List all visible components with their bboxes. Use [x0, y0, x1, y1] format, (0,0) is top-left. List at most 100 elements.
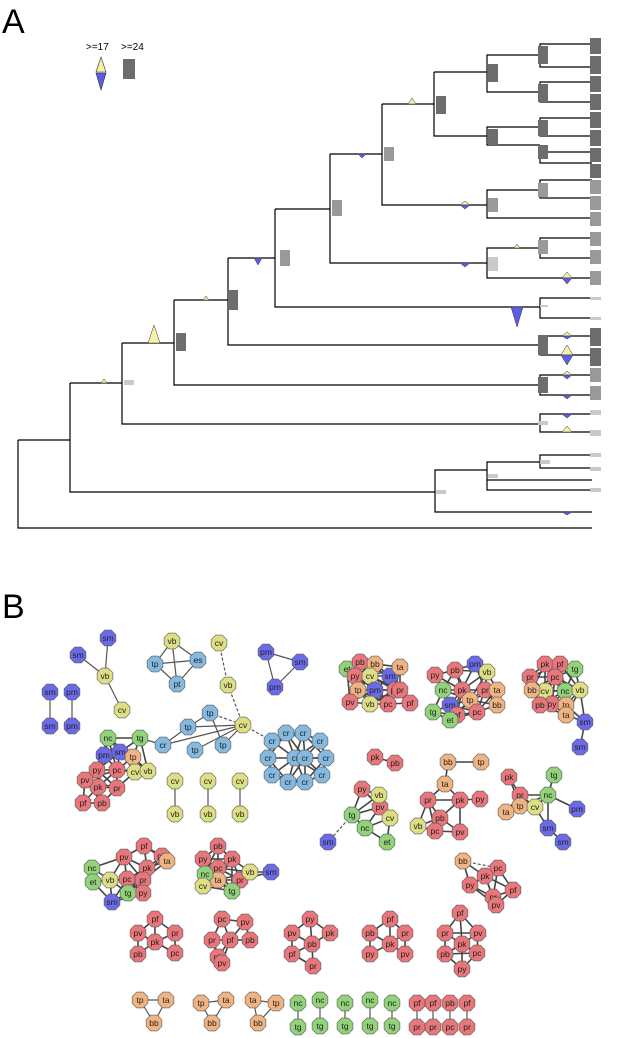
- blue-triangle: [459, 262, 471, 268]
- node-label: tp: [191, 745, 198, 755]
- network-node: [146, 933, 164, 951]
- network-node: [466, 655, 484, 673]
- node-label: pv: [288, 928, 298, 938]
- network-node: [74, 794, 92, 812]
- leaf-box: [590, 112, 601, 128]
- network-node: [99, 729, 117, 747]
- node-label: pr: [424, 795, 432, 805]
- network-node: [458, 994, 476, 1012]
- network-node: [441, 1018, 459, 1036]
- network-node: [277, 724, 295, 742]
- support-box: [124, 380, 134, 385]
- node-label: py: [431, 670, 441, 680]
- network-node: [451, 904, 469, 922]
- network-node: [361, 945, 379, 963]
- network-node: [303, 935, 321, 953]
- network-node: [296, 773, 314, 791]
- network-node: [111, 743, 129, 761]
- network-node: [366, 748, 384, 766]
- blue-triangle: [357, 153, 367, 159]
- network-node: [108, 779, 126, 797]
- network-node: [566, 660, 584, 678]
- node-label: bb: [207, 1018, 217, 1028]
- network-node: [341, 693, 359, 711]
- node-label: sm: [542, 823, 553, 833]
- node-label: ta: [163, 856, 170, 866]
- network-node: [557, 706, 575, 724]
- network-node: [223, 882, 241, 900]
- node-label: ta: [222, 995, 229, 1005]
- node-label: pb: [450, 665, 460, 675]
- network-node: [441, 711, 459, 729]
- leaf-box: [590, 164, 601, 178]
- node-label: pr: [171, 928, 179, 938]
- network-node: [76, 771, 94, 789]
- node-label: nc: [388, 998, 398, 1008]
- node-label: py: [358, 784, 368, 794]
- network-node: [426, 822, 444, 840]
- node-label: pk: [458, 939, 468, 949]
- tree-triangles: [100, 97, 574, 516]
- network-node: [353, 780, 371, 798]
- node-label: pv: [376, 802, 386, 812]
- network-node: [472, 753, 490, 771]
- node-label: py: [306, 914, 316, 924]
- network-node: [336, 994, 354, 1012]
- support-box: [538, 120, 548, 136]
- network-node: [436, 775, 454, 793]
- network-node: [451, 791, 469, 809]
- node-label: sm: [114, 747, 125, 757]
- network-node: [446, 661, 464, 679]
- network-node: [453, 935, 471, 953]
- network-node: [168, 675, 186, 693]
- network-node: [383, 994, 401, 1012]
- node-label: tp: [354, 685, 361, 695]
- network-node: [115, 848, 133, 866]
- network-node: [259, 749, 277, 767]
- node-label: cr: [299, 728, 306, 738]
- network-node: [476, 867, 494, 885]
- node-label: cr: [291, 753, 298, 763]
- network-node: [279, 773, 297, 791]
- yellow-triangle: [561, 370, 573, 376]
- cluster-mixed-10: bbpcpypkpfprpv: [454, 852, 522, 914]
- network-node: [201, 704, 219, 722]
- network-node: [409, 817, 427, 835]
- node-label: nc: [361, 823, 371, 833]
- network-node: [103, 893, 121, 911]
- network-node: [146, 910, 164, 928]
- node-label: bb: [492, 700, 502, 710]
- network-node: [424, 994, 442, 1012]
- node-label: pc: [494, 863, 504, 873]
- phylogenetic-tree: [17, 43, 592, 529]
- leaf-box: [590, 317, 601, 320]
- node-label: cv: [215, 638, 224, 648]
- support-box: [540, 460, 550, 464]
- legend-triangle-label: >=17: [86, 42, 109, 53]
- support-box: [538, 240, 548, 254]
- node-label: nc: [439, 685, 449, 695]
- node-label: sm: [44, 687, 55, 697]
- yellow-triangle: [513, 243, 521, 249]
- network-node: [146, 655, 164, 673]
- node-label: cr: [282, 728, 289, 738]
- yellow-triangle: [560, 344, 574, 356]
- network-node: [343, 806, 361, 824]
- node-label: pf: [556, 659, 564, 669]
- network-node: [69, 646, 87, 664]
- network-node: [304, 957, 322, 975]
- node-label: et: [89, 877, 97, 887]
- node-label: pf: [406, 698, 414, 708]
- network-node: [131, 729, 149, 747]
- node-label: pr: [463, 1022, 471, 1032]
- node-label: py: [548, 699, 558, 709]
- leaf-box: [590, 94, 601, 110]
- node-label: cv: [386, 813, 395, 823]
